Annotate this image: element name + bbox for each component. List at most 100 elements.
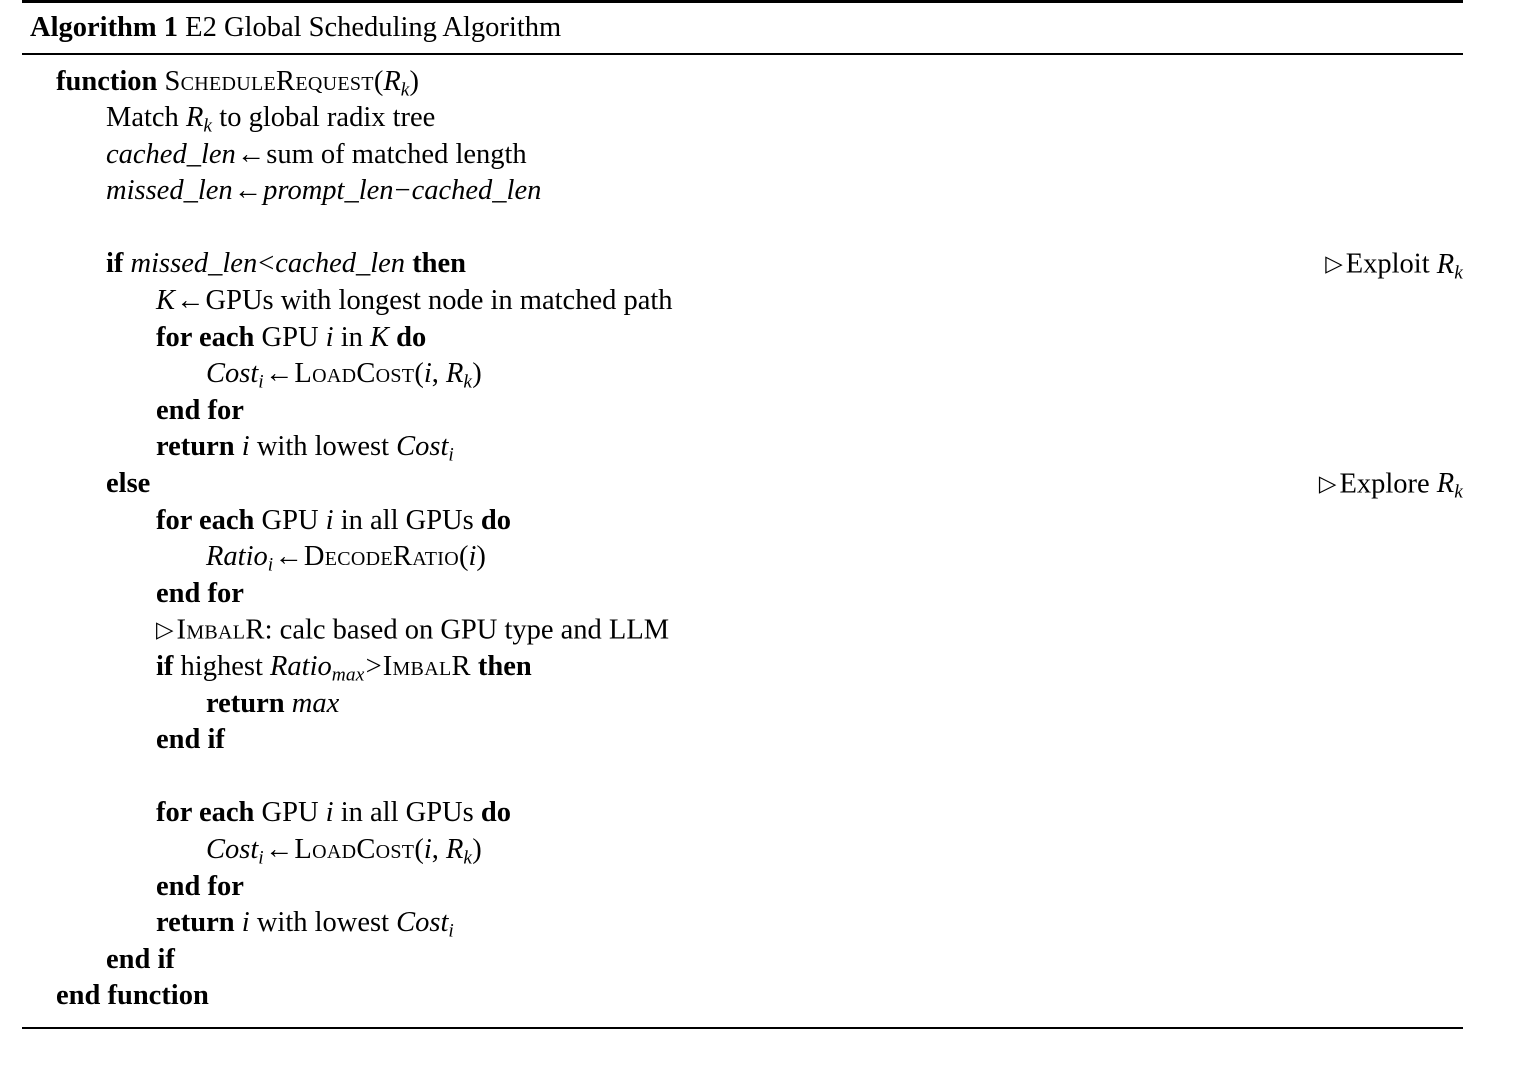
line-end-for-explore: end for bbox=[22, 869, 1463, 906]
keyword-for-each: for each bbox=[156, 797, 255, 829]
line-end-for-exploit: end for bbox=[22, 393, 1463, 430]
assign-arrow-icon: ← bbox=[176, 285, 205, 317]
line-comment-imbalr: ▷ImbalR: calc based on GPU type and LLM bbox=[22, 612, 1463, 649]
algorithm-bottom-rule bbox=[22, 1026, 1463, 1029]
var-i: i bbox=[325, 504, 334, 536]
algorithm-caption: Algorithm 1 E2 Global Scheduling Algorit… bbox=[22, 3, 1463, 53]
var-ratio-max: Ratiomax bbox=[270, 651, 365, 686]
line-if-ratio-gt-imbalr: if highest Ratiomax>ImbalR then bbox=[22, 649, 1463, 686]
algorithm-bottom-rule-wrap bbox=[22, 1025, 1463, 1029]
return-post-text: with lowest bbox=[249, 431, 397, 463]
keyword-for-each: for each bbox=[156, 504, 255, 536]
line-return-max: return max bbox=[22, 686, 1463, 723]
paren-open: ( bbox=[414, 833, 424, 865]
arg-request: Rk bbox=[445, 833, 473, 869]
comment-imbalr-text: : calc based on GPU type and LLM bbox=[264, 614, 670, 646]
proc-imbalr: ImbalR bbox=[382, 651, 471, 682]
line-for-each-gpu-in-k: for each GPU i in K do bbox=[22, 320, 1463, 357]
algorithm-title: E2 Global Scheduling Algorithm bbox=[185, 12, 562, 43]
match-pre-text: Match bbox=[106, 102, 186, 134]
keyword-end-for: end for bbox=[156, 577, 244, 609]
for-mid-text: GPU bbox=[261, 321, 326, 353]
less-than-operator-icon: < bbox=[258, 248, 275, 280]
paren-close: ) bbox=[409, 65, 420, 97]
var-max: max bbox=[291, 687, 340, 719]
line-end-for-ratio: end for bbox=[22, 576, 1463, 613]
line-cost-loadcost-explore: Costi←LoadCost(i, Rk) bbox=[22, 832, 1463, 869]
comment-explore-var: Rk bbox=[1436, 468, 1463, 503]
keyword-end-if: end if bbox=[156, 724, 225, 756]
var-i: i bbox=[241, 907, 250, 939]
comment-exploit-var: Rk bbox=[1436, 248, 1463, 284]
algorithm-number: Algorithm 1 bbox=[30, 12, 179, 43]
keyword-if: if bbox=[106, 248, 124, 280]
arg-i: i bbox=[423, 833, 432, 865]
var-cached-len: cached_len bbox=[275, 248, 406, 280]
cached-len-rhs: sum of matched length bbox=[266, 138, 527, 170]
line-for-each-gpu-all-cost: for each GPU i in all GPUs do bbox=[22, 795, 1463, 832]
var-missed-len: missed_len bbox=[130, 248, 258, 280]
line-end-if-outer: end if bbox=[22, 942, 1463, 979]
triangle-bullet-icon: ▷ bbox=[156, 617, 174, 643]
proc-decoderatio: DecodeRatio bbox=[303, 541, 459, 573]
line-for-each-gpu-all-ratio: for each GPU i in all GPUs do bbox=[22, 503, 1463, 540]
keyword-function: function bbox=[56, 65, 158, 97]
arg-comma: , bbox=[431, 833, 446, 865]
algorithm-float: Algorithm 1 E2 Global Scheduling Algorit… bbox=[22, 0, 1463, 1029]
line-k-assign-gpus: K←GPUs with longest node in matched path bbox=[22, 283, 1463, 320]
paren-open: ( bbox=[458, 541, 469, 573]
assign-arrow-icon: ← bbox=[264, 833, 294, 865]
comment-explore-text: Explore bbox=[1339, 468, 1437, 500]
line-cost-loadcost-exploit: Costi←LoadCost(i, Rk) bbox=[22, 356, 1463, 393]
line-return-lowest-cost-explore: return i with lowest Costi bbox=[22, 905, 1463, 942]
assign-arrow-icon: ← bbox=[264, 358, 294, 390]
paren-close: ) bbox=[472, 833, 482, 865]
match-post-text: to global radix tree bbox=[212, 102, 436, 134]
arg-comma: , bbox=[431, 358, 446, 390]
algorithm-caption-rule bbox=[22, 52, 1463, 55]
var-cost: Costi bbox=[396, 431, 455, 466]
paren-open: ( bbox=[414, 358, 424, 390]
line-return-lowest-cost-exploit: return i with lowest Costi bbox=[22, 429, 1463, 466]
var-missed-len: missed_len bbox=[106, 175, 233, 207]
triangle-bullet-icon: ▷ bbox=[1318, 471, 1337, 497]
minus-operator-icon: − bbox=[394, 175, 411, 207]
keyword-for-each: for each bbox=[156, 321, 255, 353]
return-post-text: with lowest bbox=[249, 907, 397, 939]
var-cost: Costi bbox=[396, 907, 455, 942]
line-ratio-decoderatio: Ratioi←DecodeRatio(i) bbox=[22, 539, 1463, 576]
keyword-do: do bbox=[480, 504, 511, 536]
keyword-then: then bbox=[412, 248, 467, 280]
for-mid-text: GPU bbox=[261, 797, 326, 829]
triangle-bullet-icon: ▷ bbox=[1325, 251, 1343, 277]
keyword-return: return bbox=[206, 687, 285, 719]
arg-request: Rk bbox=[445, 358, 473, 393]
keyword-do: do bbox=[480, 797, 511, 829]
arg-i: i bbox=[423, 358, 432, 390]
if-pre-text: highest bbox=[180, 651, 270, 682]
keyword-return: return bbox=[156, 907, 235, 939]
algorithm-body: function ScheduleRequest(Rk) Match Rk to… bbox=[22, 55, 1463, 1025]
paren-close: ) bbox=[472, 358, 482, 390]
proc-loadcost: LoadCost bbox=[294, 833, 415, 865]
var-prompt-len: prompt_len bbox=[263, 175, 394, 207]
paren-open: ( bbox=[373, 65, 384, 97]
keyword-end-function: end function bbox=[56, 980, 209, 1012]
comment-explore: ▷Explore Rk bbox=[1319, 466, 1463, 511]
keyword-end-for: end for bbox=[156, 870, 244, 902]
keyword-end-for: end for bbox=[156, 394, 244, 426]
var-i: i bbox=[325, 797, 334, 829]
var-cached-len-rhs: cached_len bbox=[411, 175, 542, 207]
proc-loadcost: LoadCost bbox=[294, 358, 415, 390]
assign-arrow-icon: ← bbox=[274, 541, 303, 573]
keyword-then: then bbox=[477, 651, 532, 682]
line-if-missed-lt-cached: if missed_len<cached_len then ▷Exploit R… bbox=[22, 246, 1463, 283]
line-end-if-inner: end if bbox=[22, 722, 1463, 759]
greater-than-operator-icon: > bbox=[365, 651, 382, 682]
arg-i: i bbox=[468, 541, 477, 573]
keyword-end-if: end if bbox=[106, 943, 175, 975]
line-cached-len-assign: cached_len←sum of matched length bbox=[22, 137, 1463, 174]
keyword-return: return bbox=[156, 431, 235, 463]
blank-line bbox=[22, 210, 1463, 247]
comment-exploit: ▷Exploit Rk bbox=[1325, 246, 1463, 291]
